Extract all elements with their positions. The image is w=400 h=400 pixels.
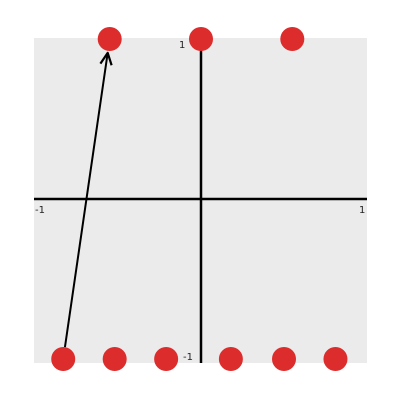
draggable-point[interactable]	[97, 27, 122, 51]
draggable-point[interactable]	[189, 27, 213, 51]
drag-arrow	[63, 51, 113, 348]
draggable-point[interactable]	[51, 347, 76, 371]
points-layer	[51, 27, 348, 371]
draggable-point[interactable]	[323, 347, 348, 371]
draggable-point[interactable]	[154, 347, 179, 371]
drag-arrow-shaft	[63, 52, 109, 348]
y-min-tick-label: -1	[183, 352, 193, 363]
x-max-tick-label: 1	[359, 205, 365, 216]
draggable-point[interactable]	[272, 347, 296, 371]
draggable-point[interactable]	[280, 27, 305, 51]
x-min-tick-label: -1	[35, 205, 45, 216]
y-max-tick-label: 1	[179, 40, 185, 51]
draggable-point[interactable]	[102, 347, 127, 371]
draggable-point[interactable]	[218, 347, 243, 371]
drag-arrow-head	[99, 51, 113, 66]
